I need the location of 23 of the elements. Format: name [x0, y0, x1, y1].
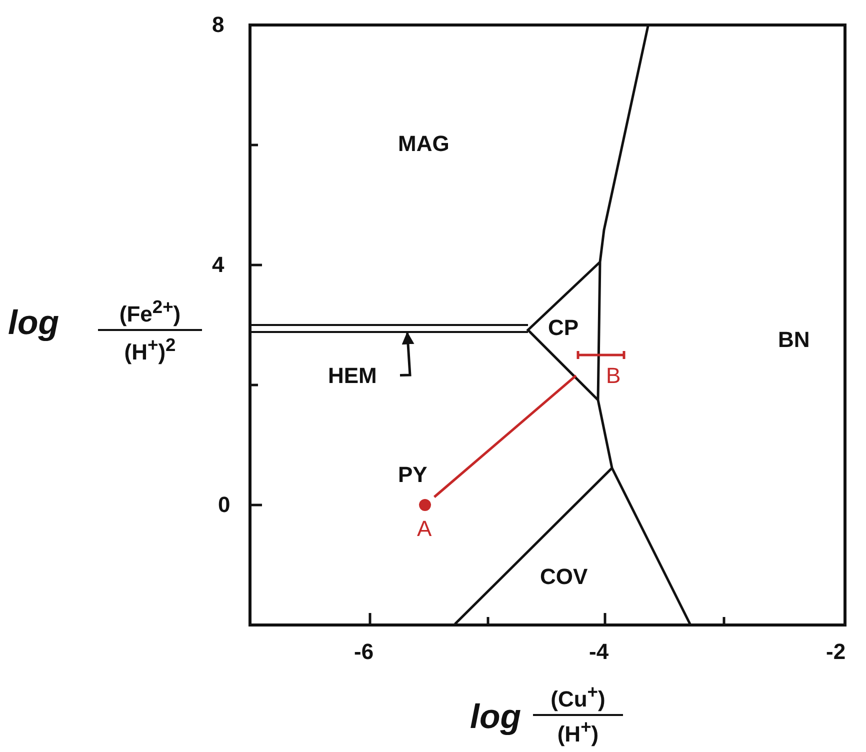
- tick-label: 4: [212, 254, 224, 276]
- leader-arrow: [400, 332, 414, 376]
- region-label: CP: [548, 317, 579, 339]
- point-label: A: [417, 518, 432, 540]
- region-label: BN: [778, 329, 810, 351]
- axis-title: log: [8, 306, 59, 340]
- tick-label: -2: [826, 641, 846, 663]
- region-label: COV: [540, 566, 588, 588]
- region-label: MAG: [398, 133, 450, 155]
- axis-title: (H$^{+}$): [556, 718, 600, 746]
- region-label: PY: [398, 464, 428, 486]
- connecting-line: [433, 374, 577, 498]
- tick-label: -4: [589, 641, 609, 663]
- axis-title: log: [470, 700, 521, 734]
- hematite-band: [250, 324, 528, 333]
- axis-title: (H$^{+}$)$^{2}$: [123, 336, 177, 364]
- point-label: B: [606, 365, 621, 387]
- axis-title: (Cu$^{+}$): [533, 683, 623, 716]
- tick-label: -6: [354, 641, 374, 663]
- axis-title: (Fe$^{2+}$): [98, 298, 202, 332]
- region-label: HEM: [328, 364, 400, 388]
- tick-label: 8: [212, 14, 224, 36]
- tick-label: 0: [218, 494, 230, 516]
